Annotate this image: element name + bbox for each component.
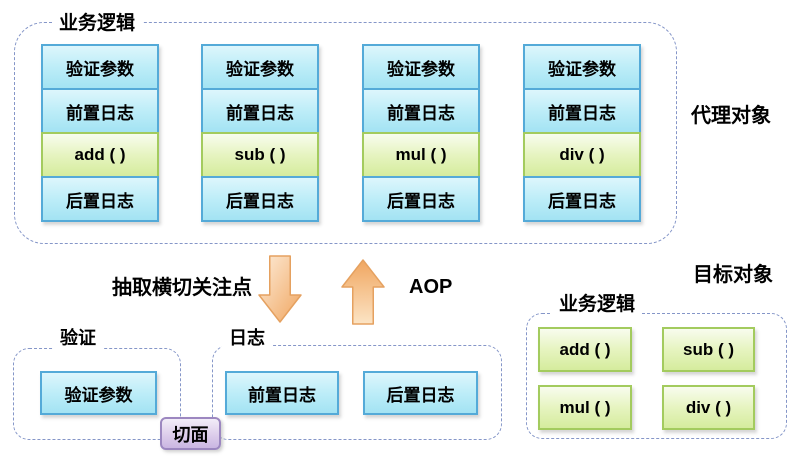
target-method-add: add ( ) [538,327,632,372]
cell-post-log: 后置日志 [41,176,159,222]
cell-method-add: add ( ) [41,132,159,178]
proxy-container [14,22,677,244]
target-method-sub: sub ( ) [662,327,755,372]
cell-method-div: div ( ) [523,132,641,178]
proxy-column-mul: 验证参数 前置日志 mul ( ) 后置日志 [362,44,480,222]
aop-label: AOP [409,276,453,298]
aspect-tag: 切面 [160,417,221,450]
proxy-group-label: 业务逻辑 [52,12,143,36]
extract-down-arrow-icon [258,255,302,323]
cell-method-mul: mul ( ) [362,132,480,178]
target-method-mul: mul ( ) [538,385,632,430]
cell-method-sub: sub ( ) [201,132,319,178]
target-container [526,313,787,439]
proxy-side-label: 代理对象 [691,105,771,127]
proxy-column-sub: 验证参数 前置日志 sub ( ) 后置日志 [201,44,319,222]
proxy-column-div: 验证参数 前置日志 div ( ) 后置日志 [523,44,641,222]
validation-group-label: 验证 [53,326,103,350]
logging-container [212,345,502,440]
proxy-column-add: 验证参数 前置日志 add ( ) 后置日志 [41,44,159,222]
pre-log-box: 前置日志 [225,371,339,415]
cell-pre-log: 前置日志 [41,88,159,134]
aop-up-arrow-icon [341,259,385,325]
logging-group-label: 日志 [222,326,272,350]
extract-crosscut-label: 抽取横切关注点 [112,277,252,299]
cell-post-log: 后置日志 [523,176,641,222]
cell-validate-params: 验证参数 [41,44,159,90]
cell-post-log: 后置日志 [201,176,319,222]
target-method-div: div ( ) [662,385,755,430]
post-log-box: 后置日志 [363,371,478,415]
cell-validate-params: 验证参数 [523,44,641,90]
cell-pre-log: 前置日志 [523,88,641,134]
cell-pre-log: 前置日志 [362,88,480,134]
validate-params-box: 验证参数 [40,371,157,415]
cell-validate-params: 验证参数 [201,44,319,90]
cell-validate-params: 验证参数 [362,44,480,90]
target-group-label: 业务逻辑 [552,293,643,317]
target-side-label: 目标对象 [693,264,773,286]
cell-post-log: 后置日志 [362,176,480,222]
cell-pre-log: 前置日志 [201,88,319,134]
